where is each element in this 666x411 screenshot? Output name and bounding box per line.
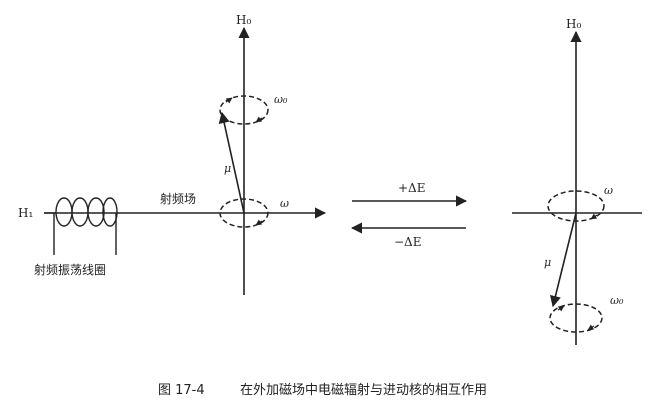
left-omega-label: ω (280, 197, 289, 210)
caption-number: 图 17-4 (158, 383, 205, 398)
left-mu-vector (218, 111, 245, 214)
left-mu-label: μ (224, 162, 231, 175)
energy-transition: +ΔE −ΔE (350, 181, 468, 249)
left-lower-precession-ellipse (219, 198, 269, 228)
rf-coil (44, 197, 118, 255)
left-upper-precession-ellipse (219, 95, 269, 125)
minus-delta-e-label: −ΔE (394, 235, 421, 249)
right-h0-label: H₀ (566, 17, 581, 31)
right-upper-precession-ellipse (547, 190, 605, 222)
plus-delta-e-label: +ΔE (398, 181, 425, 195)
right-omega-label: ω (604, 184, 613, 197)
right-precession-diagram: H₀ ω ω₀ μ (512, 17, 642, 345)
h1-label: H₁ (18, 206, 33, 220)
rf-field-label: 射频场 (160, 191, 196, 206)
left-h0-label: H₀ (236, 13, 251, 27)
left-precession-diagram: H₀ H₁ 射频振荡线圈 射频场 ω₀ ω μ (18, 13, 327, 295)
rf-coil-label: 射频振荡线圈 (34, 262, 106, 277)
right-lower-precession-ellipse (549, 303, 603, 333)
caption-text: 在外加磁场中电磁辐射与进动核的相互作用 (240, 382, 487, 398)
left-omega0-label: ω₀ (274, 93, 288, 106)
figure-caption: 图 17-4 在外加磁场中电磁辐射与进动核的相互作用 (158, 382, 487, 398)
right-mu-label: μ (544, 256, 551, 269)
right-omega0-label: ω₀ (610, 294, 624, 307)
right-mu-vector (549, 212, 577, 308)
